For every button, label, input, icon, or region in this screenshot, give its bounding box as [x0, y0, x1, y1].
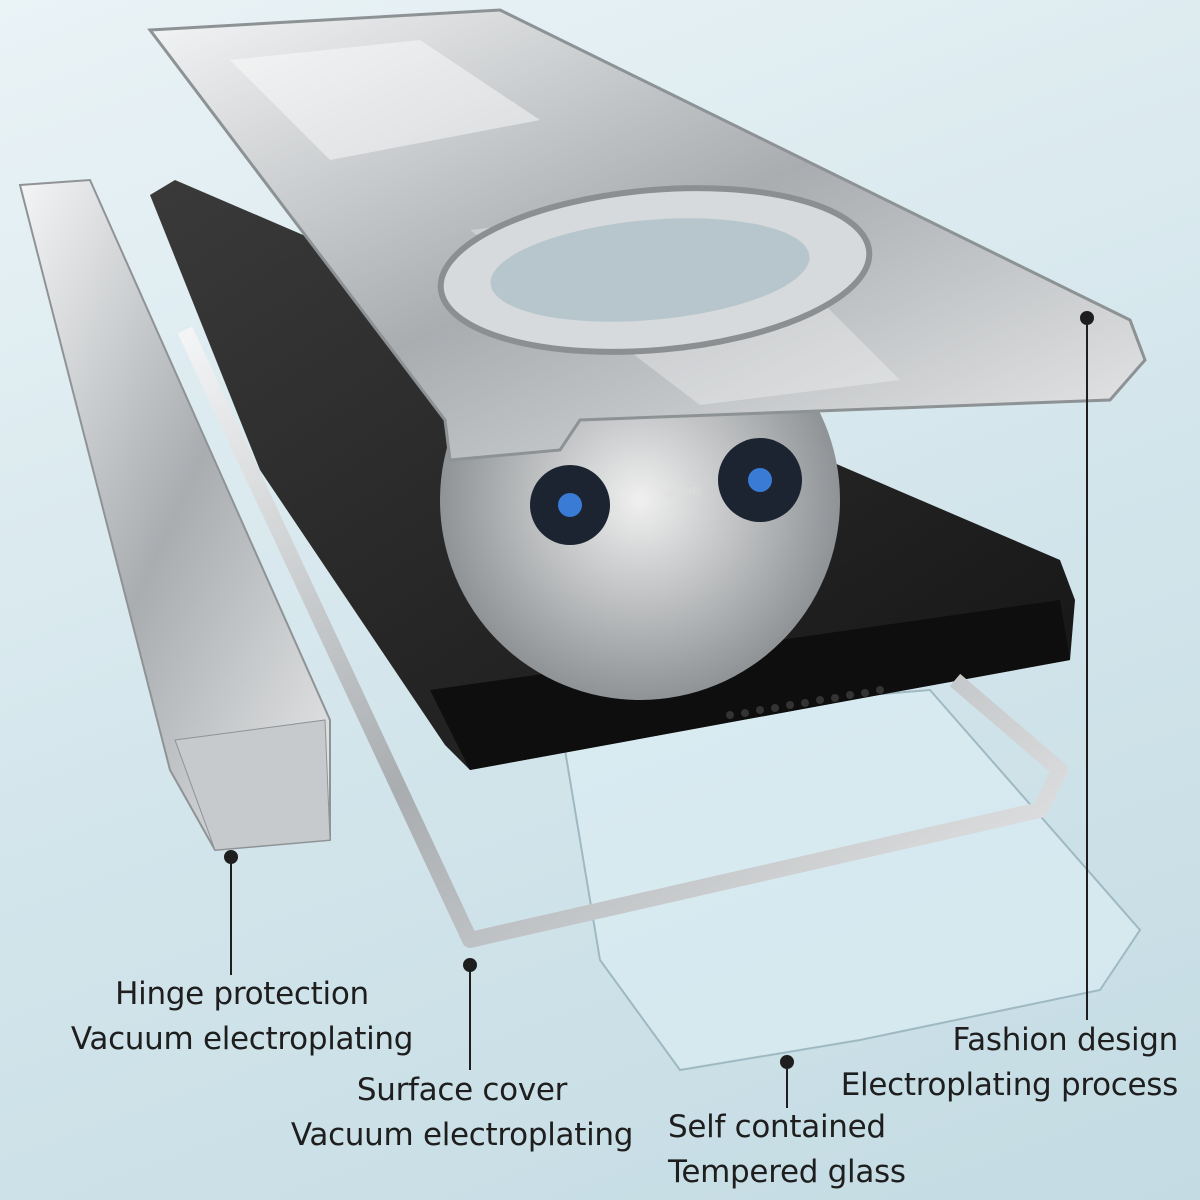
callout-surface-cover: Surface cover Vacuum electroplating: [290, 1068, 634, 1158]
callout-subtitle: Tempered glass: [668, 1154, 906, 1190]
brand-text: HUAWEI: [664, 486, 701, 501]
callout-subtitle: Vacuum electroplating: [290, 1117, 634, 1153]
callout-title: Hinge protection: [115, 976, 369, 1012]
callout-title: Fashion design: [952, 1022, 1179, 1058]
callout-title: Surface cover: [356, 1072, 568, 1108]
callout-hinge: Hinge protection Vacuum electroplating: [70, 972, 414, 1062]
tempered-glass: [558, 688, 1142, 1072]
callout-subtitle: Electroplating process: [840, 1067, 1179, 1103]
callout-fashion-design: Fashion design Electroplating process: [840, 1018, 1179, 1108]
callout-tempered-glass: Self contained Tempered glass: [668, 1105, 906, 1195]
callout-title: Self contained: [668, 1109, 886, 1145]
callout-subtitle: Vacuum electroplating: [70, 1021, 414, 1057]
surface-cover-frame: [177, 326, 1068, 948]
speaker-grill: [726, 686, 884, 719]
